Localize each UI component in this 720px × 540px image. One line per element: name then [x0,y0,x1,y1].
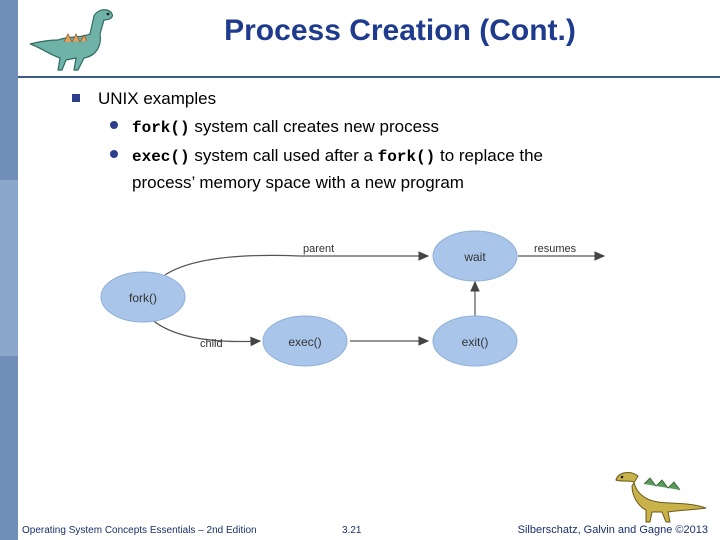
footer-authors: Silberschatz, Galvin and Gagne ©2013 [517,524,708,536]
dinosaur-logo-icon [29,9,113,71]
sub-bullet-exec: exec() system call used after a fork() t… [110,143,543,195]
exec-node [262,315,348,367]
fork-node [100,271,186,323]
left-bar-highlight [0,180,18,356]
square-bullet-icon [72,94,80,102]
bullet-text: UNIX examples [98,89,217,108]
sub-bullet-text: system call used after a [194,146,373,165]
code-fork: fork() [132,119,190,137]
parent-label: parent [303,243,334,255]
code-fork-inline: fork() [377,148,436,166]
bullet-unix-examples: UNIX examples [72,89,216,109]
title-rule [18,76,720,78]
footer-book-title: Operating System Concepts Essentials – 2… [22,525,257,536]
wait-node-label: wait [463,250,486,264]
sub-bullet-continuation: process’ memory space with a new program [132,173,464,192]
wait-node [432,230,518,282]
sub-bullet-text-2: to replace the [440,146,544,165]
round-bullet-icon [110,150,118,158]
exit-node-label: exit() [462,335,489,349]
sub-bullet-fork: fork() system call creates new process [110,114,439,141]
footer-page-number: 3.21 [342,525,362,536]
dinosaur-footer-icon [615,472,707,523]
exec-node-label: exec() [288,335,321,349]
exit-node [432,315,518,367]
resumes-label: resumes [534,243,577,255]
code-exec: exec() [132,148,190,166]
child-arrow [149,317,262,347]
slide-title: Process Creation (Cont.) [224,14,576,47]
parent-arrow [164,251,430,276]
left-accent-bar [0,0,18,540]
fork-node-label: fork() [129,291,157,305]
round-bullet-icon [110,121,118,129]
child-label: child [200,338,223,350]
sub-bullet-text: system call creates new process [194,117,440,136]
